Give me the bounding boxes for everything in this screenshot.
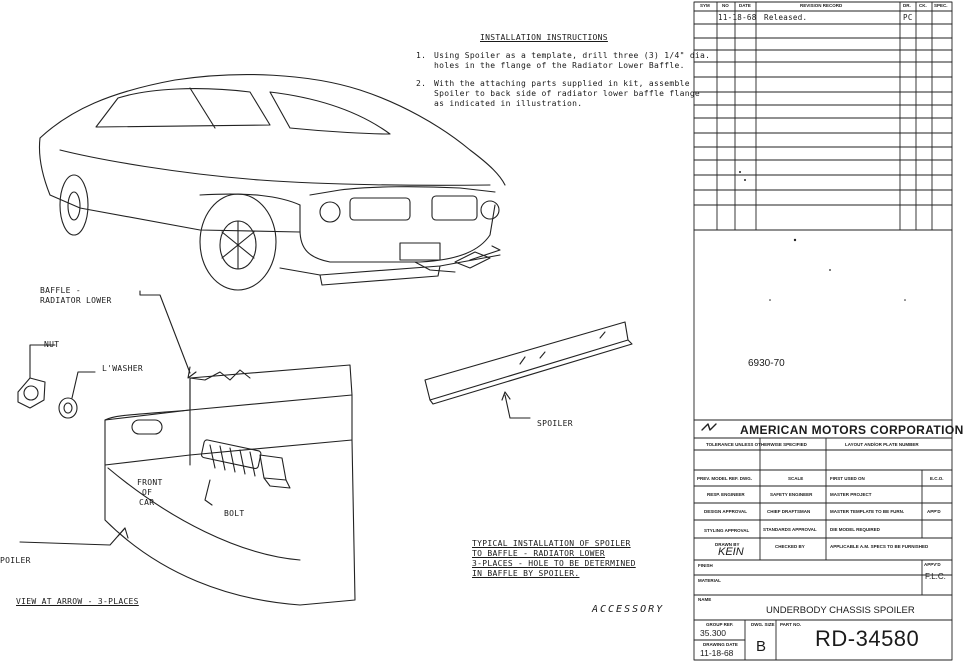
tb-tolerance: TOLERANCE UNLESS OTHERWISE SPECIFIED	[706, 442, 807, 447]
step2-line1: With the attaching parts supplied in kit…	[434, 79, 690, 88]
caption-line4: IN BAFFLE BY SPOILER.	[472, 569, 580, 578]
rev-col-date: DATE	[739, 3, 751, 8]
tb-drawn-signature: KEIN	[718, 546, 744, 558]
rev-col-record: REVISION RECORD	[800, 3, 843, 8]
tb-safety-engineer: SAFETY ENGINEER	[770, 492, 813, 497]
rev-col-spec: SPEC.	[934, 3, 948, 8]
caption-line3: 3-PLACES - HOLE TO BE DETERMINED	[472, 559, 636, 568]
tb-first-used: FIRST USED ON	[830, 476, 865, 481]
label-front-3: CAR	[139, 498, 155, 507]
title-block-lines	[693, 1, 953, 661]
step1-number: 1.	[416, 51, 427, 60]
label-accessory: ACCESSORY	[592, 604, 665, 615]
label-baffle-2: RADIATOR LOWER	[40, 296, 112, 305]
tb-master-template: MASTER TEMPLATE TO BE FURN.	[830, 509, 905, 514]
tb-part-no: PART NO.	[780, 622, 802, 627]
amc-logo	[701, 423, 717, 431]
step1-line2: holes in the flange of the Radiator Lowe…	[434, 61, 685, 70]
label-nut: NUT	[44, 340, 60, 349]
tb-drawing-date: DRAWING DATE	[703, 642, 738, 647]
tb-finish: FINISH	[698, 563, 713, 568]
tb-checked-by: CHECKED BY	[775, 544, 805, 549]
label-front-2: OF	[142, 488, 153, 497]
label-spoiler-part: SPOILER	[537, 419, 573, 428]
tb-prev-model: PREV. MODEL REF. DWG.	[697, 476, 753, 481]
tb-design-approval: DESIGN APPROVAL	[704, 509, 748, 514]
tb-die-model: DIE MODEL REQUIRED	[830, 527, 880, 532]
tb-resp-engineer: RESP. ENGINEER	[707, 492, 745, 497]
rev-col-ck: CK.	[919, 3, 927, 8]
label-spoiler-left: POILER	[0, 556, 31, 565]
caption-line1: TYPICAL INSTALLATION OF SPOILER	[472, 539, 631, 548]
tb-eco: E.C.O.	[930, 476, 944, 481]
tb-drawn-by: DRAWN BY	[715, 542, 740, 547]
rev-row1-dr: PC	[903, 13, 913, 22]
company-name: AMERICAN MOTORS CORPORATION	[740, 423, 963, 437]
part-name: UNDERBODY CHASSIS SPOILER	[766, 605, 915, 616]
label-lwasher: L'WASHER	[102, 364, 143, 373]
tb-standards: STANDARDS APPROVAL	[763, 527, 817, 532]
rev-row1-record: Released.	[764, 13, 808, 22]
tb-master-project: MASTER PROJECT	[830, 492, 872, 497]
step2-number: 2.	[416, 79, 427, 88]
label-bolt: BOLT	[224, 509, 245, 518]
rev-col-sym: SYM	[700, 3, 710, 8]
tb-styling: STYLING APPROVAL	[704, 528, 750, 533]
tb-scale: SCALE	[788, 476, 804, 481]
tb-group-ref: GROUP REF.	[706, 622, 734, 627]
tb-applicable: APPLICABLE A.M. SPECS TO BE FURNISHED	[830, 544, 929, 549]
tb-name-label: NAME	[698, 597, 712, 602]
spoiler-part	[414, 261, 633, 419]
caption-line2: TO BAFFLE - RADIATOR LOWER	[472, 549, 606, 558]
label-view-at-arrow: VIEW AT ARROW - 3-PLACES	[16, 597, 139, 606]
rev-col-no: NO	[722, 3, 729, 8]
step2-line3: as indicated in illustration.	[434, 99, 583, 108]
tb-layout: LAYOUT AND/OR PLATE NUMBER	[845, 442, 919, 447]
model-number: 6930-70	[748, 358, 785, 369]
tb-material: MATERIAL	[698, 578, 721, 583]
rev-col-dr: DR.	[903, 3, 911, 8]
tb-dwg-size: DWG. SIZE	[751, 622, 775, 627]
label-front-1: FRONT	[137, 478, 163, 487]
instructions-heading: INSTALLATION INSTRUCTIONS	[480, 33, 608, 42]
part-number: RD-34580	[815, 626, 920, 651]
tb-size-value: B	[756, 638, 767, 655]
tb-group-value: 35.300	[700, 628, 726, 638]
tb-appvd-value: F.L.C.	[925, 572, 946, 581]
tb-chief-draftsman: CHIEF DRAFTSMAN	[767, 509, 811, 514]
tb-appd: APP'D	[927, 509, 941, 514]
baffle-detail	[17, 290, 356, 606]
rev-row1-date: 11-18-68	[718, 13, 757, 22]
step2-line2: Spoiler to back side of radiator lower b…	[434, 89, 701, 98]
tb-date-value: 11-18-68	[700, 648, 734, 658]
pencil-marks	[739, 171, 906, 301]
label-baffle-1: BAFFLE -	[40, 286, 81, 295]
tb-appvd: APPV'D	[924, 562, 941, 567]
step1-line1: Using Spoiler as a template, drill three…	[434, 51, 711, 60]
